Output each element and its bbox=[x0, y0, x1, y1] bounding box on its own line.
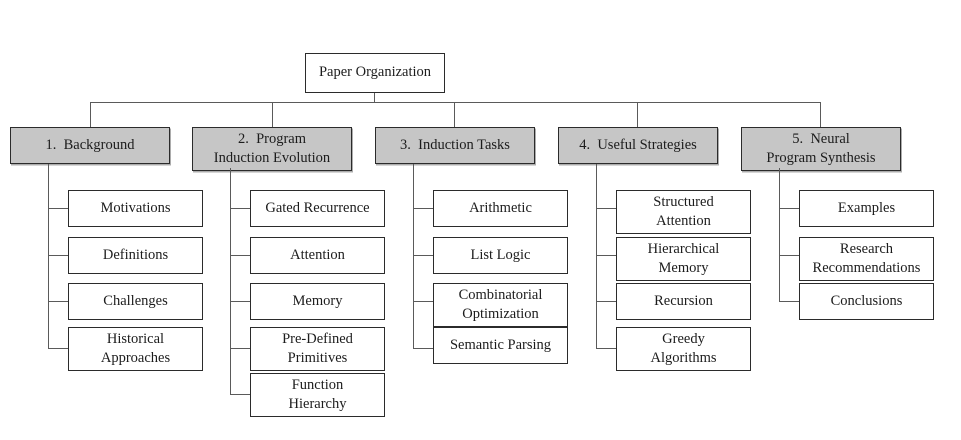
connector-stub bbox=[779, 208, 799, 209]
branch-header-background: 1. Background bbox=[10, 127, 170, 164]
connector-stub bbox=[230, 208, 250, 209]
connector-stub bbox=[596, 255, 616, 256]
connector-drop-1 bbox=[90, 103, 91, 127]
connector-stub bbox=[48, 348, 68, 349]
column-useful-strategies: 4. Useful Strategies Structured Attentio… bbox=[558, 127, 751, 427]
branch-header-neural-program-synthesis: 5. Neural Program Synthesis bbox=[741, 127, 901, 172]
node-greedy-algorithms: Greedy Algorithms bbox=[616, 327, 751, 372]
connector-stub bbox=[48, 301, 68, 302]
connector-drop-2 bbox=[272, 103, 273, 127]
connector-stub bbox=[413, 255, 433, 256]
connector-stub bbox=[48, 208, 68, 209]
column-induction-tasks: 3. Induction Tasks Arithmetic List Logic… bbox=[375, 127, 568, 427]
node-hierarchical-memory: Hierarchical Memory bbox=[616, 237, 751, 282]
connector-stub bbox=[48, 255, 68, 256]
connector-root-stub bbox=[374, 93, 375, 102]
node-examples: Examples bbox=[799, 190, 934, 227]
column-program-induction-evolution: 2. Program Induction Evolution Gated Rec… bbox=[192, 127, 385, 427]
node-function-hierarchy: Function Hierarchy bbox=[250, 373, 385, 418]
node-recursion: Recursion bbox=[616, 283, 751, 320]
connector-stub bbox=[230, 348, 250, 349]
connector-spine-2 bbox=[230, 168, 231, 395]
column-background: 1. Background Motivations Definitions Ch… bbox=[10, 127, 203, 427]
connector-drop-4 bbox=[637, 103, 638, 127]
connector-stub bbox=[596, 208, 616, 209]
connector-stub bbox=[596, 348, 616, 349]
node-combinatorial-optimization: Combinatorial Optimization bbox=[433, 283, 568, 328]
connector-stub bbox=[230, 255, 250, 256]
node-gated-recurrence: Gated Recurrence bbox=[250, 190, 385, 227]
branch-header-program-induction-evolution: 2. Program Induction Evolution bbox=[192, 127, 352, 172]
connector-drop-3 bbox=[454, 103, 455, 127]
node-list-logic: List Logic bbox=[433, 237, 568, 274]
node-motivations: Motivations bbox=[68, 190, 203, 227]
connector-spine-4 bbox=[596, 164, 597, 349]
node-attention: Attention bbox=[250, 237, 385, 274]
connector-top-bus bbox=[90, 102, 821, 103]
connector-spine-5 bbox=[779, 168, 780, 302]
branch-header-induction-tasks: 3. Induction Tasks bbox=[375, 127, 535, 164]
node-challenges: Challenges bbox=[68, 283, 203, 320]
node-semantic-parsing: Semantic Parsing bbox=[433, 327, 568, 364]
root-node-paper-organization: Paper Organization bbox=[305, 53, 445, 93]
connector-drop-5 bbox=[820, 103, 821, 127]
connector-stub bbox=[779, 301, 799, 302]
node-definitions: Definitions bbox=[68, 237, 203, 274]
connector-stub bbox=[779, 255, 799, 256]
connector-spine-3 bbox=[413, 164, 414, 349]
node-historical-approaches: Historical Approaches bbox=[68, 327, 203, 372]
connector-stub bbox=[413, 301, 433, 302]
node-structured-attention: Structured Attention bbox=[616, 190, 751, 235]
connector-stub bbox=[413, 348, 433, 349]
node-research-recommendations: Research Recommendations bbox=[799, 237, 934, 282]
node-arithmetic: Arithmetic bbox=[433, 190, 568, 227]
branch-header-useful-strategies: 4. Useful Strategies bbox=[558, 127, 718, 164]
connector-stub bbox=[596, 301, 616, 302]
node-memory: Memory bbox=[250, 283, 385, 320]
node-conclusions: Conclusions bbox=[799, 283, 934, 320]
node-pre-defined-primitives: Pre-Defined Primitives bbox=[250, 327, 385, 372]
column-neural-program-synthesis: 5. Neural Program Synthesis Examples Res… bbox=[741, 127, 934, 427]
connector-stub bbox=[413, 208, 433, 209]
connector-stub bbox=[230, 394, 250, 395]
connector-spine-1 bbox=[48, 164, 49, 349]
connector-stub bbox=[230, 301, 250, 302]
